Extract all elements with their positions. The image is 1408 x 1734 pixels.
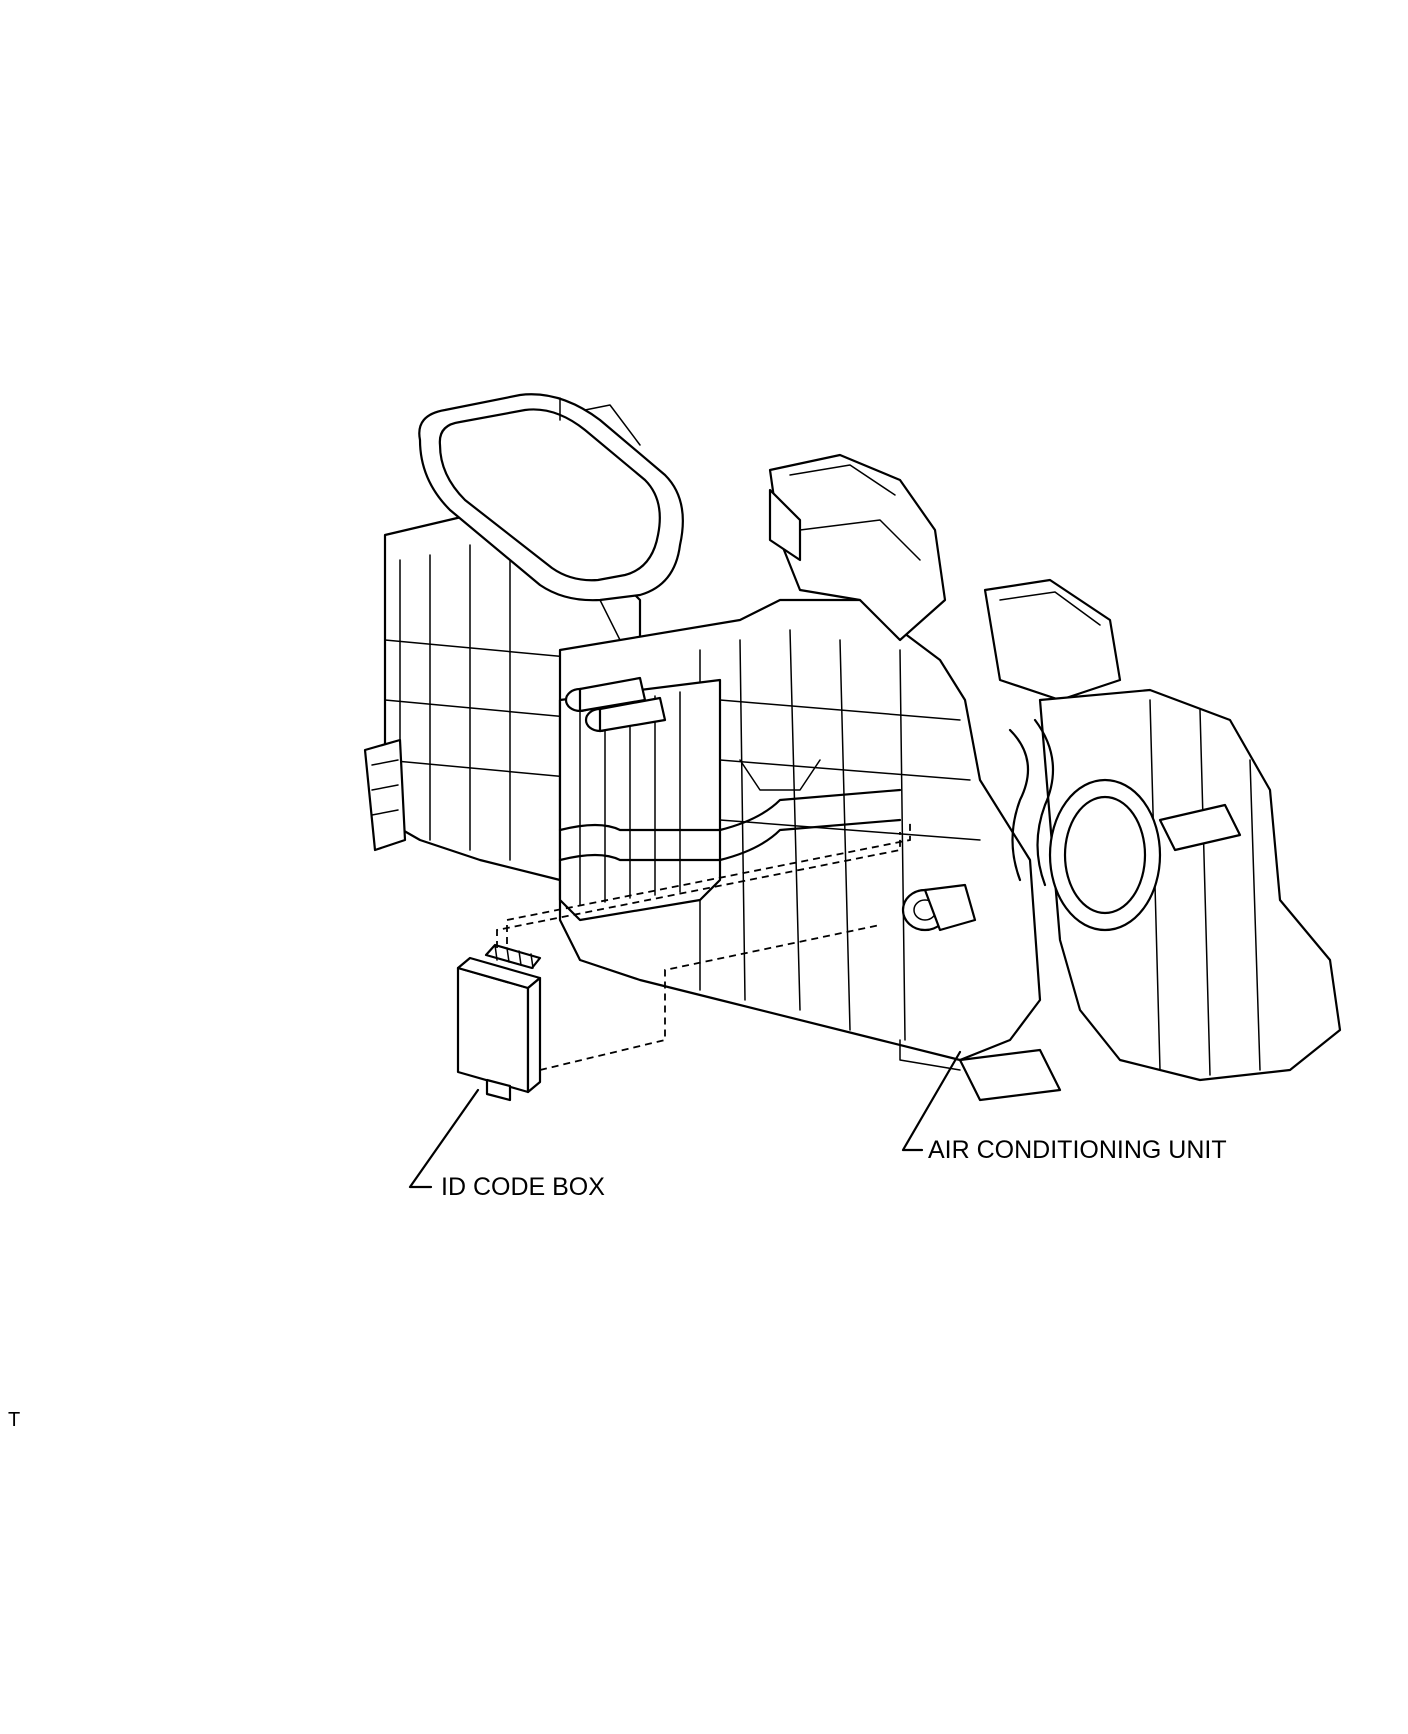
callout-id-code-box: ID CODE BOX bbox=[408, 1088, 605, 1201]
id-code-box-illustration bbox=[456, 943, 542, 1102]
leader-line-air-conditioning-unit bbox=[901, 1050, 962, 1152]
installation-dashed-lines bbox=[496, 822, 911, 1071]
callout-air-conditioning-unit: AIR CONDITIONING UNIT bbox=[901, 1050, 1227, 1164]
label-id-code-box: ID CODE BOX bbox=[441, 1173, 605, 1201]
label-air-conditioning-unit: AIR CONDITIONING UNIT bbox=[928, 1136, 1227, 1164]
leader-line-id-code-box bbox=[408, 1088, 480, 1189]
corner-mark: T bbox=[8, 1409, 20, 1431]
air-conditioning-unit-illustration bbox=[363, 393, 1342, 1102]
